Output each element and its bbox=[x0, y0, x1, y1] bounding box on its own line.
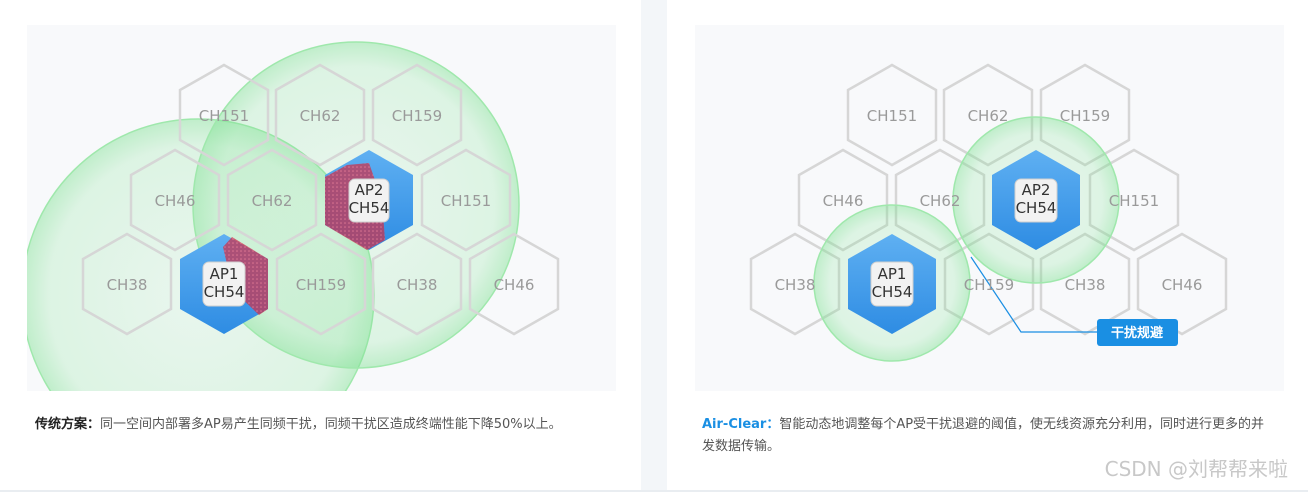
ap2-channel: CH54 bbox=[349, 199, 390, 217]
hex-label: CH46 bbox=[823, 192, 864, 210]
hex-cell bbox=[226, 148, 318, 252]
badge-connector bbox=[970, 256, 1097, 333]
caption-lead: Air-Clear： bbox=[702, 417, 780, 432]
hex-label: CH38 bbox=[397, 276, 438, 294]
ap1-name: AP1 bbox=[878, 265, 907, 283]
ap1-name: AP1 bbox=[210, 265, 239, 283]
hex-label: CH46 bbox=[155, 192, 196, 210]
hex-label: CH159 bbox=[1060, 107, 1110, 125]
right-panel: CH151 CH62 CH159 CH46 CH62 CH151 CH38 CH… bbox=[667, 0, 1308, 492]
left-panel: CH151 CH62 CH159 CH46 CH62 CH151 CH38 CH… bbox=[0, 0, 641, 492]
air-clear-caption: Air-Clear：智能动态地调整每个AP受干扰退避的阈值，使无线资源充分利用，… bbox=[702, 414, 1272, 458]
hex-label: CH62 bbox=[920, 192, 961, 210]
ap2-chip bbox=[1014, 178, 1058, 223]
hex-cell bbox=[81, 232, 173, 336]
ap1-channel: CH54 bbox=[204, 283, 245, 301]
hex-label: CH38 bbox=[1065, 276, 1106, 294]
badge-label: 干扰规避 bbox=[1111, 325, 1163, 341]
traditional-diagram: CH151 CH62 CH159 CH46 CH62 CH151 CH38 CH… bbox=[27, 25, 616, 391]
hex-label: CH151 bbox=[1109, 192, 1159, 210]
hex-cell bbox=[274, 63, 366, 167]
hex-label: CH159 bbox=[964, 276, 1014, 294]
hex-label: CH38 bbox=[775, 276, 816, 294]
hex-label: CH151 bbox=[441, 192, 491, 210]
hex-label: CH151 bbox=[199, 107, 249, 125]
hex-cell bbox=[371, 63, 463, 167]
interference-avoid-badge bbox=[1097, 319, 1178, 346]
hex-label: CH159 bbox=[392, 107, 442, 125]
hex-cell bbox=[1136, 232, 1228, 336]
hex-label: CH62 bbox=[300, 107, 341, 125]
hex-label: CH151 bbox=[867, 107, 917, 125]
ap2-name: AP2 bbox=[1022, 181, 1051, 199]
divider bbox=[0, 490, 1308, 492]
hex-cell bbox=[468, 232, 560, 336]
caption-lead: 传统方案： bbox=[35, 417, 101, 432]
traditional-caption: 传统方案：同一空间内部署多AP易产生同频干扰，同频干扰区造成终端性能下降50%以… bbox=[35, 414, 605, 436]
hex-cell bbox=[420, 148, 512, 252]
hex-cell bbox=[846, 63, 938, 167]
hex-label: CH46 bbox=[1162, 276, 1203, 294]
ap1-chip bbox=[202, 261, 246, 307]
hex-label: CH38 bbox=[107, 276, 148, 294]
hex-label: CH62 bbox=[968, 107, 1009, 125]
hex-cell bbox=[275, 232, 367, 336]
ap1-channel: CH54 bbox=[872, 283, 913, 301]
ap1-chip bbox=[870, 261, 914, 307]
hex-label: CH46 bbox=[494, 276, 535, 294]
caption-text: 智能动态地调整每个AP受干扰退避的阈值，使无线资源充分利用，同时进行更多的并发数… bbox=[702, 417, 1265, 454]
ap2-name: AP2 bbox=[355, 181, 384, 199]
ap2-channel: CH54 bbox=[1016, 199, 1057, 217]
caption-text: 同一空间内部署多AP易产生同频干扰，同频干扰区造成终端性能下降50%以上。 bbox=[100, 417, 562, 432]
hex-cell bbox=[129, 148, 221, 252]
ap2-chip bbox=[348, 178, 390, 223]
air-clear-diagram: CH151 CH62 CH159 CH46 CH62 CH151 CH38 CH… bbox=[695, 25, 1284, 391]
hex-label: CH62 bbox=[252, 192, 293, 210]
hex-cell bbox=[178, 63, 270, 167]
csdn-watermark: CSDN @刘帮帮来啦 bbox=[1104, 457, 1288, 481]
hex-cell bbox=[371, 232, 463, 336]
hex-label: CH159 bbox=[296, 276, 346, 294]
